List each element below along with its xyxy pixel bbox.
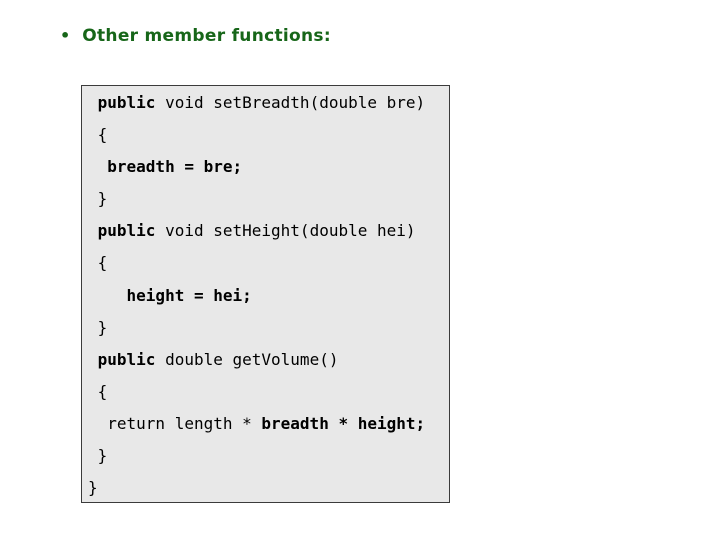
bullet-icon: • (60, 26, 71, 45)
heading: • Other member functions: (60, 26, 331, 46)
code-line: breadth = bre; (88, 151, 449, 183)
code-line: public double getVolume() (88, 344, 449, 376)
code-line: height = hei; (88, 280, 449, 312)
code-line: } (88, 312, 449, 344)
code-segment: { (88, 381, 108, 401)
code-segment (88, 93, 98, 112)
code-line: { (88, 247, 449, 279)
code-segment: } (88, 446, 108, 466)
code-line: return length * breadth * height; (88, 408, 449, 440)
heading-text: Other member functions: (82, 26, 331, 46)
code-line: public void setHeight(double hei) (88, 215, 449, 247)
code-segment: public (97, 349, 156, 369)
code-lines: public void setBreadth(double bre) { bre… (82, 86, 449, 502)
code-segment (88, 221, 98, 240)
code-segment: public (97, 221, 156, 241)
code-segment: } (88, 189, 108, 209)
code-box: public void setBreadth(double bre) { bre… (81, 85, 450, 503)
code-segment: void setHeight(double hei) (155, 221, 416, 241)
code-line: { (88, 119, 449, 151)
code-segment: { (88, 253, 108, 273)
code-line: } (88, 440, 449, 472)
code-segment (88, 157, 107, 176)
code-line: } (88, 183, 449, 215)
code-segment: void setBreadth(double bre) (155, 93, 426, 112)
code-segment: height = hei; (126, 285, 252, 305)
code-line: } (88, 472, 449, 502)
code-segment: public (97, 93, 156, 112)
code-segment: { (88, 125, 108, 145)
code-line: public void setBreadth(double bre) (88, 87, 449, 119)
code-segment: } (88, 478, 98, 498)
code-segment: breadth = bre; (107, 157, 243, 177)
code-segment: double getVolume() (155, 349, 339, 369)
code-segment (88, 286, 127, 305)
code-segment: } (88, 317, 108, 337)
code-line: { (88, 376, 449, 408)
code-segment: breadth * height; (261, 413, 426, 433)
code-segment: return length * (88, 413, 262, 433)
code-segment (88, 350, 98, 369)
